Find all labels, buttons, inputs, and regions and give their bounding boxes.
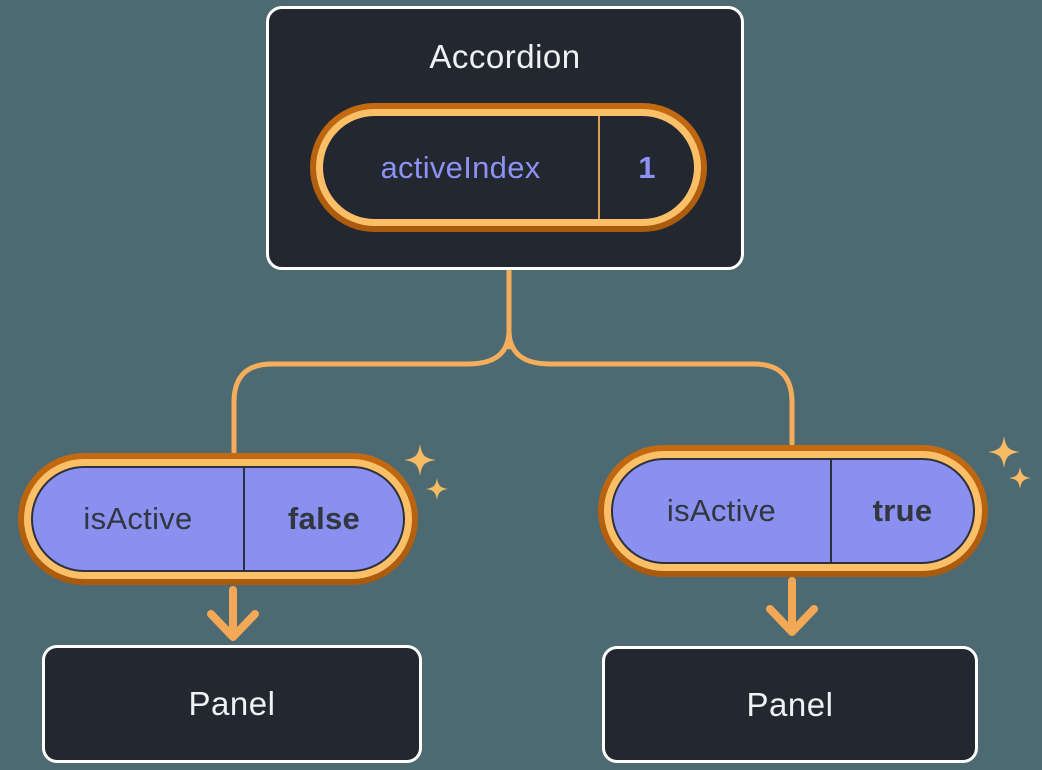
state-name-cell: isActive	[33, 468, 245, 570]
accordion-box: Accordion activeIndex 1	[266, 6, 744, 270]
sparkle-icon	[425, 477, 449, 501]
state-value-label: 1	[638, 149, 656, 185]
state-name-label: isActive	[83, 501, 193, 536]
left-arrow-icon	[207, 586, 259, 641]
right-branch-line	[506, 327, 795, 447]
sparkle-icon	[1008, 466, 1032, 490]
right-is-active-pill: isActive true	[598, 445, 988, 577]
pill-gold-ring: isActive false	[24, 459, 412, 579]
panel-label: Panel	[188, 685, 276, 722]
accordion-title: Accordion	[429, 38, 581, 75]
sparkle-icon	[404, 444, 436, 476]
state-name-cell: isActive	[613, 460, 832, 562]
left-panel-box: Panel	[42, 645, 422, 763]
state-value-cell: false	[245, 468, 403, 570]
active-index-pill: activeIndex 1	[310, 103, 707, 232]
state-value-label: true	[872, 493, 933, 528]
state-name-label: activeIndex	[380, 149, 541, 185]
state-value-cell: 1	[600, 116, 694, 219]
state-value-cell: true	[832, 460, 973, 562]
left-branch-line	[231, 327, 512, 455]
state-name-label: isActive	[666, 493, 777, 528]
right-arrow-icon	[766, 577, 818, 636]
pill-gold-ring: isActive true	[604, 451, 982, 571]
state-name-cell: activeIndex	[323, 116, 600, 219]
panel-label: Panel	[746, 685, 834, 723]
pill-gold-ring: activeIndex 1	[316, 109, 701, 226]
left-is-active-pill: isActive false	[18, 453, 418, 585]
sparkle-icon	[988, 436, 1020, 468]
right-panel-box: Panel	[602, 646, 978, 763]
state-value-label: false	[287, 501, 361, 536]
